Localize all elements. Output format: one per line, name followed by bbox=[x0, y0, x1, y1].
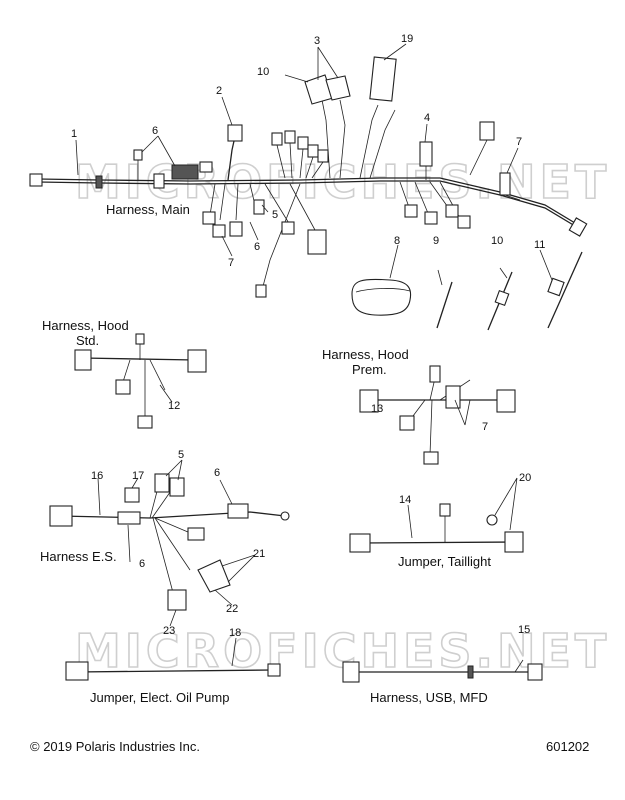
callout-19: 19 bbox=[401, 33, 413, 45]
hood-prem-drawing bbox=[359, 365, 516, 465]
callout-11: 11 bbox=[534, 239, 545, 251]
callout-10-main: 10 bbox=[257, 66, 269, 78]
callout-6-main-left: 6 bbox=[152, 125, 158, 137]
harness-es-drawing bbox=[49, 473, 290, 611]
harness-usb-drawing bbox=[342, 661, 543, 683]
callout-23: 23 bbox=[163, 625, 175, 637]
callout-21: 21 bbox=[253, 548, 265, 560]
jumper-taillight-drawing bbox=[349, 503, 524, 553]
hood-std-drawing bbox=[74, 333, 207, 429]
callout-14: 14 bbox=[399, 494, 411, 506]
callout-22: 22 bbox=[226, 603, 238, 615]
callout-9: 9 bbox=[433, 235, 439, 247]
callout-4: 4 bbox=[424, 112, 430, 124]
leader-lines bbox=[75, 43, 553, 673]
callout-18: 18 bbox=[229, 627, 241, 639]
callout-5-main: 5 bbox=[272, 209, 278, 221]
watermark-bottom: MICROFICHES.NET bbox=[75, 624, 610, 678]
callout-20: 20 bbox=[519, 472, 531, 484]
callout-8: 8 bbox=[394, 235, 400, 247]
callout-13: 13 bbox=[371, 403, 383, 415]
callout-17: 17 bbox=[132, 470, 144, 482]
label-harness-hood-std-line2: Std. bbox=[76, 333, 99, 348]
label-jumper-oil-pump: Jumper, Elect. Oil Pump bbox=[90, 690, 229, 705]
callout-6-es-right: 6 bbox=[214, 467, 220, 479]
jumper-oil-pump-drawing bbox=[65, 661, 281, 681]
callout-2: 2 bbox=[216, 85, 222, 97]
main-harness-drawing bbox=[29, 56, 588, 298]
callout-10-loose: 10 bbox=[491, 235, 503, 247]
callout-3: 3 bbox=[314, 35, 320, 47]
callout-6-main-lower: 6 bbox=[254, 241, 260, 253]
callout-12: 12 bbox=[168, 400, 180, 412]
label-jumper-taillight: Jumper, Taillight bbox=[398, 554, 491, 569]
callout-15: 15 bbox=[518, 624, 530, 636]
label-harness-es: Harness E.S. bbox=[40, 549, 117, 564]
label-harness-usb: Harness, USB, MFD bbox=[370, 690, 488, 705]
footer-part-code: 601202 bbox=[546, 739, 590, 754]
callout-1: 1 bbox=[71, 128, 77, 140]
callout-6-es-lower: 6 bbox=[139, 558, 145, 570]
callout-7-main-lower: 7 bbox=[228, 257, 234, 269]
callout-16: 16 bbox=[91, 470, 103, 482]
loose-parts bbox=[351, 251, 583, 331]
callout-7-hood-prem: 7 bbox=[482, 421, 488, 433]
label-harness-main: Harness, Main bbox=[106, 202, 190, 217]
callout-7-main-right: 7 bbox=[516, 136, 522, 148]
callout-5-es: 5 bbox=[178, 449, 184, 461]
label-harness-hood-prem-line2: Prem. bbox=[352, 362, 387, 377]
label-harness-hood-prem-line1: Harness, Hood bbox=[322, 347, 409, 362]
footer-copyright: © 2019 Polaris Industries Inc. bbox=[30, 739, 200, 754]
label-harness-hood-std-line1: Harness, Hood bbox=[42, 318, 129, 333]
